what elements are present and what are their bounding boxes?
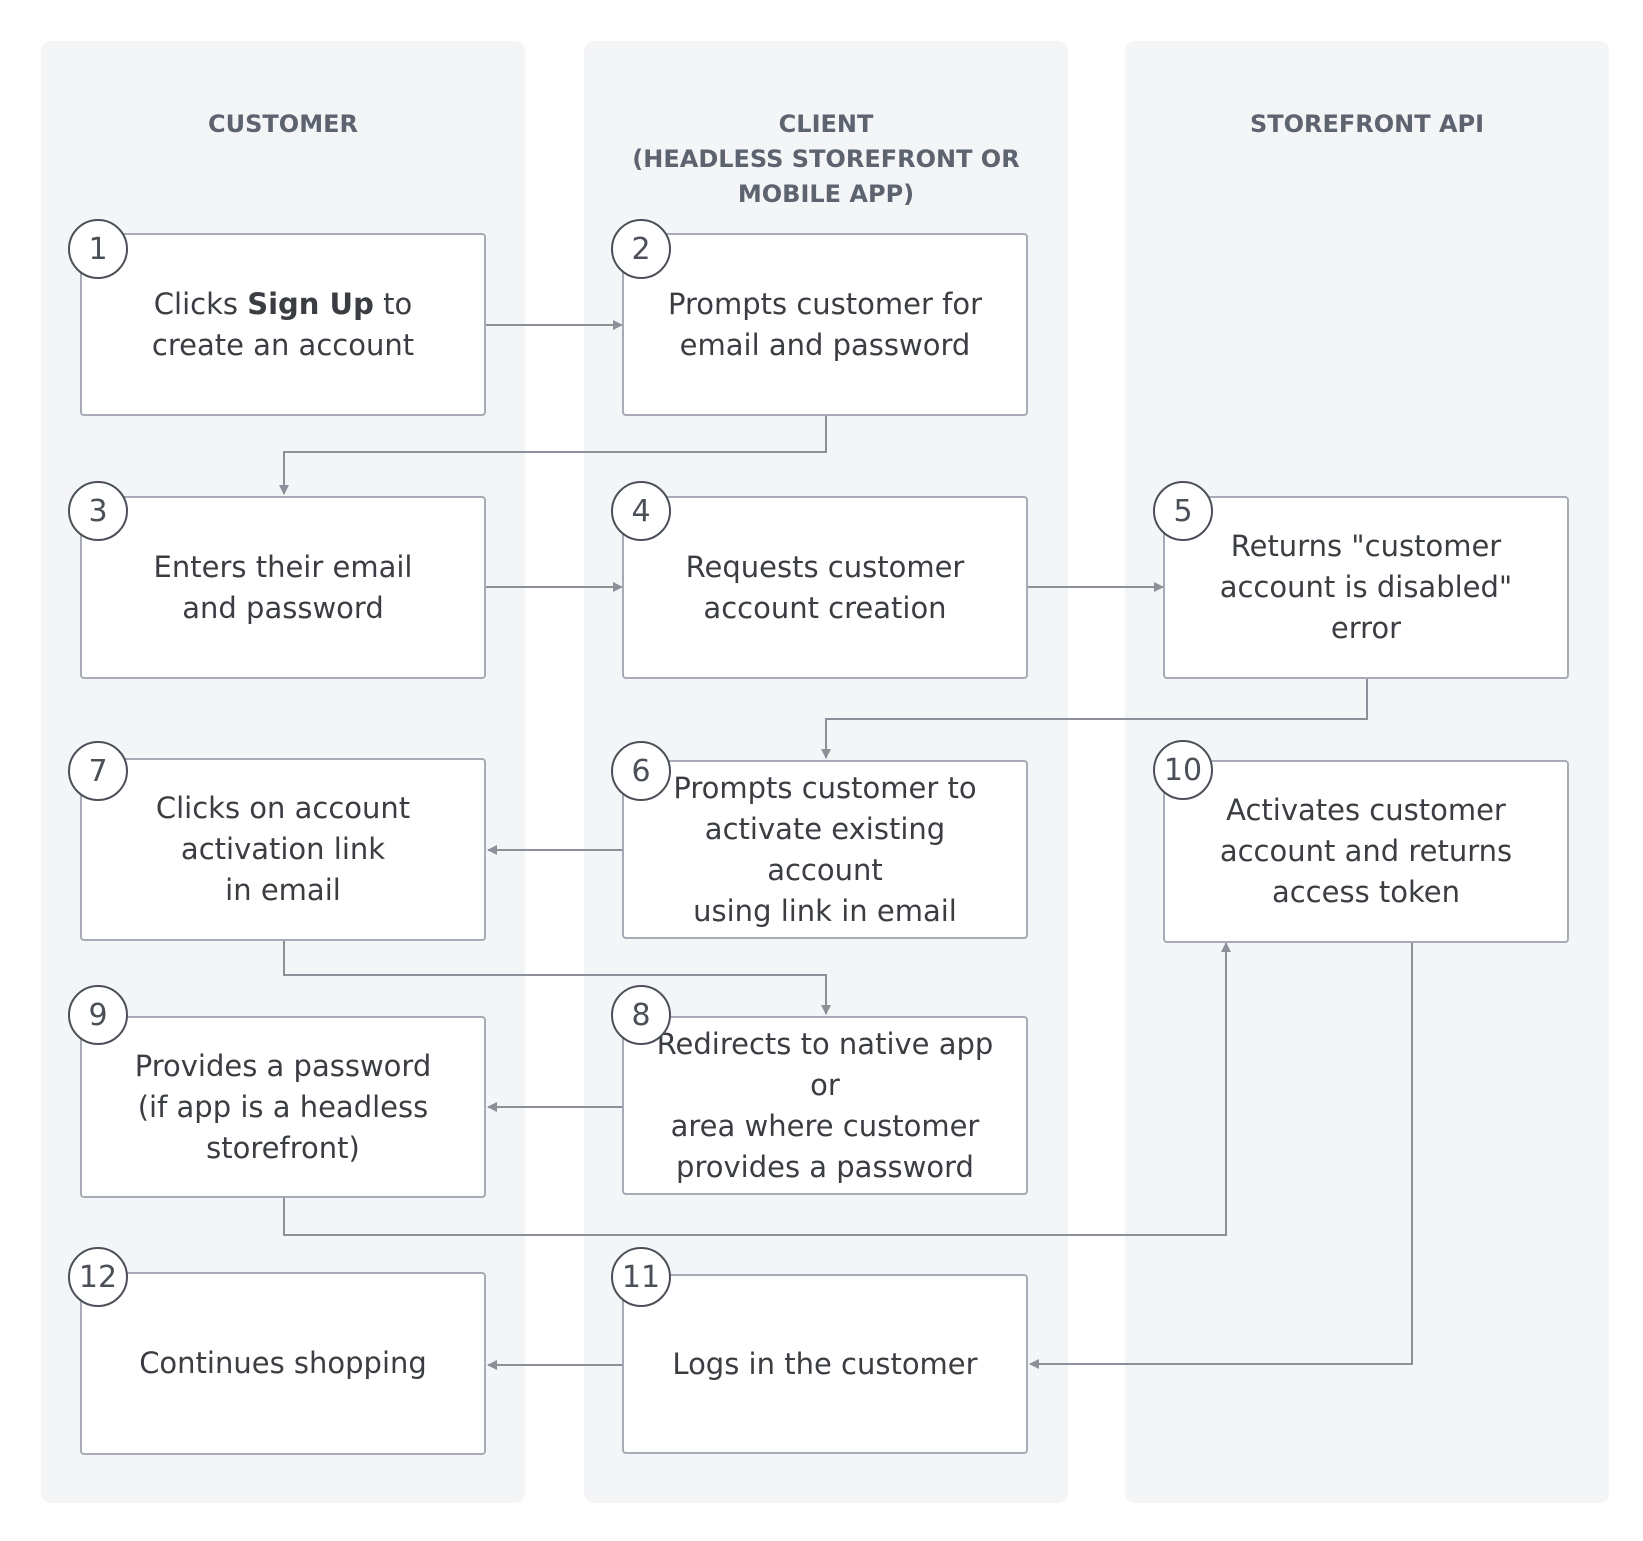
step-11-text: Logs in the customer [672,1346,978,1381]
step-1-text: Clicks Sign Up to create an account [151,286,415,362]
step-9-text: Provides a password (if app is a headles… [134,1048,432,1165]
step-3-number-badge: 3 [68,481,128,541]
lane-title-customer: CUSTOMER [208,110,358,138]
step-10-number-badge: 10 [1153,740,1213,800]
step-5-text: Returns "customer account is disabled" e… [1219,529,1513,645]
step-12-box: Continues shopping [80,1272,486,1455]
step-5-number-badge: 5 [1153,481,1213,541]
step-2-number-badge: 2 [611,219,671,279]
step-8-box: Redirects to native app or area where cu… [622,1016,1028,1195]
connector-2-to-3 [279,416,827,495]
step-6-box: Prompts customer to activate existing ac… [622,760,1028,939]
step-9-number-badge: 9 [68,985,128,1045]
step-12-text: Continues shopping [139,1346,427,1380]
connector-7-to-8 [283,941,831,1015]
step-11-box: Logs in the customer [622,1274,1028,1454]
step-1-box: Clicks Sign Up to create an account [80,233,486,416]
step-4-text: Requests customer account creation [685,549,965,625]
connector-5-to-6 [821,679,1368,759]
step-4-number-badge: 4 [611,481,671,541]
step-7-box: Clicks on account activation link in ema… [80,758,486,941]
step-10-text: Activates customer account and returns a… [1219,793,1513,909]
step-11-number-badge: 11 [611,1247,671,1307]
lane-title-client: CLIENT (HEADLESS STOREFRONT OR MOBILE AP… [632,110,1020,208]
step-2-text: Prompts customer for email and password [667,286,982,362]
step-4-box: Requests customer account creation [622,496,1028,679]
step-9-box: Provides a password (if app is a headles… [80,1016,486,1198]
sign-up-label: Sign Up [247,286,374,321]
step-12-number-badge: 12 [68,1247,128,1307]
step-8-text: Redirects to native app or area where cu… [656,1026,994,1184]
connector-9-to-10 [283,942,1231,1236]
step-6-text: Prompts customer to activate existing ac… [673,770,977,928]
step-2-box: Prompts customer for email and password [622,233,1028,416]
step-7-text: Clicks on account activation link in ema… [155,791,411,907]
step-7-number-badge: 7 [68,741,128,801]
step-3-box: Enters their email and password [80,496,486,679]
connector-10-to-11 [1029,943,1413,1369]
step-8-number-badge: 8 [611,985,671,1045]
lane-title-storefront-api: STOREFRONT API [1249,110,1485,138]
step-10-box: Activates customer account and returns a… [1163,760,1569,943]
step-1-number-badge: 1 [68,219,128,279]
step-5-box: Returns "customer account is disabled" e… [1163,496,1569,679]
step-6-number-badge: 6 [611,741,671,801]
step-3-text: Enters their email and password [153,549,413,625]
